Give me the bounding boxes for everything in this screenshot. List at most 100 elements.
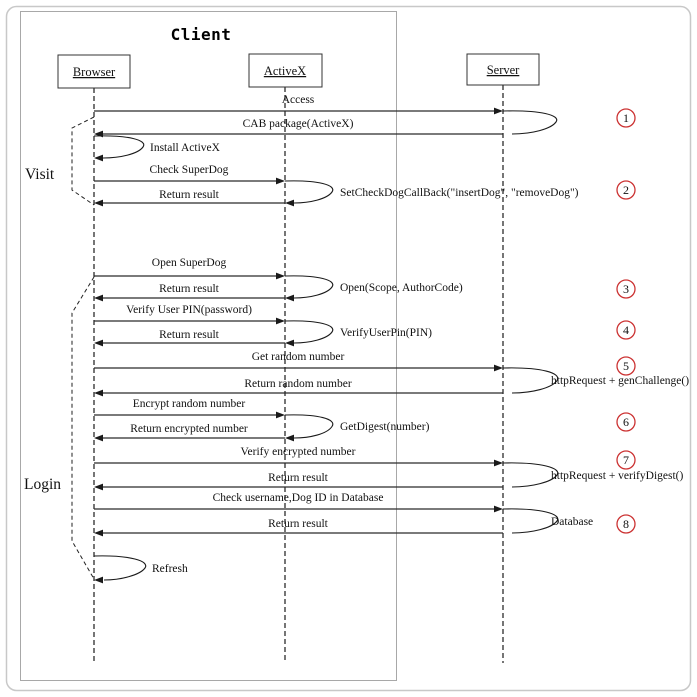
step-circle	[616, 514, 636, 534]
message-check-superdog: Check SuperDog	[94, 164, 285, 185]
message-return-result-3: Return result	[94, 329, 285, 347]
open-superdog-label: Open SuperDog	[152, 257, 227, 269]
login-bracket	[71, 276, 95, 580]
actor-activex: ActiveX	[248, 53, 323, 88]
step-circle	[616, 180, 636, 200]
return-result-label: Return result	[159, 189, 220, 201]
step-circle	[616, 450, 636, 470]
message-return-random: Return random number	[94, 378, 503, 397]
step-number: 3	[623, 282, 629, 296]
install-activex-label: Install ActiveX	[150, 142, 221, 154]
arrow-head	[285, 339, 294, 347]
step-badge-3: 3	[616, 279, 636, 299]
open-call-label: Open(Scope, AuthorCode)	[340, 282, 463, 294]
arrow-head	[94, 154, 103, 162]
step-number: 1	[623, 111, 629, 125]
visit-bracket	[71, 116, 95, 206]
arrow-head	[285, 199, 294, 207]
arrow-head	[285, 434, 294, 442]
step-badge-2: 2	[616, 180, 636, 200]
return-random-label: Return random number	[244, 378, 351, 390]
cab-package-label: CAB package(ActiveX)	[243, 118, 354, 130]
step-number: 4	[623, 323, 629, 337]
message-get-random: Get random number	[94, 351, 503, 372]
step-badge-1: 1	[616, 108, 636, 128]
step-badge-8: 8	[616, 514, 636, 534]
step-badge-4: 4	[616, 320, 636, 340]
browser-label: Browser	[73, 65, 116, 79]
refresh-label: Refresh	[152, 563, 188, 575]
arrow-head	[494, 107, 503, 115]
verify-digest-label: httpRequest + verifyDigest()	[551, 470, 683, 482]
arrow-head	[494, 505, 503, 513]
step-number: 7	[623, 453, 629, 467]
arrow-head	[494, 459, 503, 467]
outer-frame	[5, 5, 692, 692]
gen-challenge-label: httpRequest + genChallenge()	[551, 375, 689, 387]
return-result-label: Return result	[268, 472, 329, 484]
arrow-head	[285, 294, 294, 302]
activex-loop-verify-pin: VerifyUserPin(PIN)	[284, 320, 432, 347]
activex-loop-get-digest: GetDigest(number)	[284, 414, 430, 442]
arrow-head	[276, 317, 285, 325]
browser-loop-install-activex: Install ActiveX	[93, 135, 221, 162]
database-label: Database	[551, 516, 593, 528]
step-circle	[616, 412, 636, 432]
step-number: 5	[623, 359, 629, 373]
visit-phase-label: Visit	[25, 166, 55, 183]
server-loop-gen-challenge: httpRequest + genChallenge()	[502, 367, 689, 394]
arrow-head	[94, 576, 103, 584]
step-number: 6	[623, 415, 629, 429]
step-number: 8	[623, 517, 629, 531]
server-loop-database: Database	[502, 508, 593, 534]
encrypt-random-label: Encrypt random number	[133, 398, 246, 410]
arrow-head	[94, 294, 103, 302]
return-result-label: Return result	[159, 329, 220, 341]
check-superdog-label: Check SuperDog	[150, 164, 229, 176]
check-username-label: Check username,Dog ID in Database	[213, 492, 384, 504]
arrow-head	[94, 529, 103, 537]
actor-browser: Browser	[57, 54, 131, 89]
message-verify-user-pin: Verify User PIN(password)	[94, 304, 285, 325]
step-circle	[616, 356, 636, 376]
step-badge-6: 6	[616, 412, 636, 432]
step-circle	[616, 279, 636, 299]
browser-box	[57, 54, 131, 89]
arrow-head	[94, 199, 103, 207]
arrow-head	[94, 339, 103, 347]
message-cab-package: CAB package(ActiveX)	[94, 118, 503, 138]
get-digest-label: GetDigest(number)	[340, 421, 430, 433]
client-frame-title: Client	[171, 25, 232, 44]
arrow-head	[94, 389, 103, 397]
activex-loop-set-callback: SetCheckDogCallBack("insertDog", "remove…	[284, 180, 579, 207]
message-return-result-5: Return result	[94, 518, 503, 537]
arrow-head	[276, 272, 285, 280]
login-phase-label: Login	[24, 476, 61, 493]
server-label: Server	[487, 63, 520, 77]
message-return-result-4: Return result	[94, 472, 503, 491]
message-open-superdog: Open SuperDog	[94, 257, 285, 280]
activex-box	[248, 53, 323, 88]
arrow-head	[276, 411, 285, 419]
return-result-label: Return result	[268, 518, 329, 530]
server-box	[466, 53, 540, 86]
set-callback-label: SetCheckDogCallBack("insertDog", "remove…	[340, 187, 579, 199]
server-loop-cab	[502, 110, 558, 135]
verify-pin-call-label: VerifyUserPin(PIN)	[340, 327, 432, 339]
message-verify-encrypted: Verify encrypted number	[94, 446, 503, 467]
return-encrypted-label: Return encrypted number	[130, 423, 248, 435]
browser-loop-refresh: Refresh	[93, 555, 188, 584]
message-return-encrypted: Return encrypted number	[94, 423, 285, 442]
activex-label: ActiveX	[264, 64, 306, 78]
arrow-head	[94, 434, 103, 442]
step-badge-5: 5	[616, 356, 636, 376]
get-random-label: Get random number	[252, 351, 345, 363]
client-frame	[20, 11, 397, 681]
step-badge-7: 7	[616, 450, 636, 470]
message-check-username: Check username,Dog ID in Database	[94, 492, 503, 513]
verify-encrypted-label: Verify encrypted number	[241, 446, 356, 458]
actor-server: Server	[466, 53, 540, 86]
message-access: Access	[94, 94, 503, 115]
message-encrypt-random: Encrypt random number	[94, 398, 285, 419]
